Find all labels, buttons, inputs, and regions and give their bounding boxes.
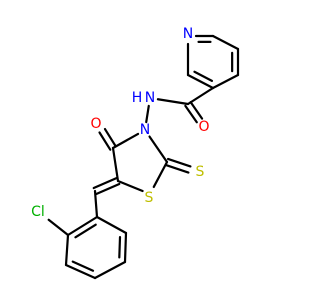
bond-C_oxo-O_oxo-a [103, 127, 117, 148]
bond-C_phenyl_5-C_phenyl_6 [123, 231, 128, 264]
bond-C_amide-O_amide-a [184, 104, 198, 124]
bond-C_oxo-O_oxo-b [98, 131, 112, 151]
bond-C_ylidene-S_ring [116, 179, 144, 193]
bond-C_thione-S_thione-a [164, 163, 190, 174]
atom-label-cl: Cl [31, 204, 45, 220]
bond-layer [47, 34, 240, 280]
bond-C_phenyl_1-C_phenyl_2 [66, 215, 99, 237]
bond-C_ring_4-C_ring_5 [186, 73, 215, 90]
bond-C_oxo-C_ylidene [111, 146, 120, 183]
bond-C_ylidene-C_methine-a [92, 176, 118, 190]
atom-label-n-amide: N [145, 90, 155, 106]
bond-C_thione-N_thiazolidine [148, 135, 169, 164]
bond-C_thione-S_thione-b [166, 157, 192, 168]
atom-label-s-thione: S [196, 164, 205, 180]
bond-C_ring_4-C_ring_5-inner [193, 70, 214, 82]
bond-C_amide-N_amide [156, 98, 190, 106]
atom-label-o-oxo: O [90, 116, 101, 132]
bond-C_ring_1-C_ring_2 [211, 34, 240, 51]
bond-C_amide-O_amide-b [189, 101, 204, 120]
bond-C_phenyl_2-C_phenyl_3 [64, 233, 70, 267]
bond-C_methine-C_phenyl_1 [93, 189, 99, 219]
bond-S_ring-C_thione [152, 160, 169, 189]
atom-label-o-amide: O [198, 119, 209, 135]
bond-C_ring_4-C_amide [186, 86, 215, 106]
bond-C_phenyl_5-C_phenyl_6-inner [118, 236, 122, 259]
atom-label-n-thiazolidine: N [140, 122, 150, 138]
bond-C_phenyl_3-C_phenyl_4 [64, 263, 97, 280]
bond-C_ring_3-C_ring_4 [211, 73, 240, 90]
bond-C_phenyl_3-C_phenyl_4-inner [71, 260, 95, 272]
bond-C_phenyl_2-Cl [47, 218, 70, 237]
bond-C_phenyl_6-C_phenyl_1 [95, 215, 128, 235]
atom-label-n-pyridine: N [183, 26, 193, 42]
atom-label-h-amide: H [132, 90, 143, 106]
bond-N_thiazolidine-C_oxo [111, 132, 140, 150]
atom-label-s-ring: S [145, 190, 154, 206]
bond-C_phenyl_1-C_phenyl_2-inner [74, 223, 97, 239]
bond-C_phenyl_4-C_phenyl_5 [93, 260, 127, 280]
bond-C_ylidene-C_methine-b [95, 182, 121, 196]
bond-N_amide-N_thiazolidine [145, 104, 150, 124]
